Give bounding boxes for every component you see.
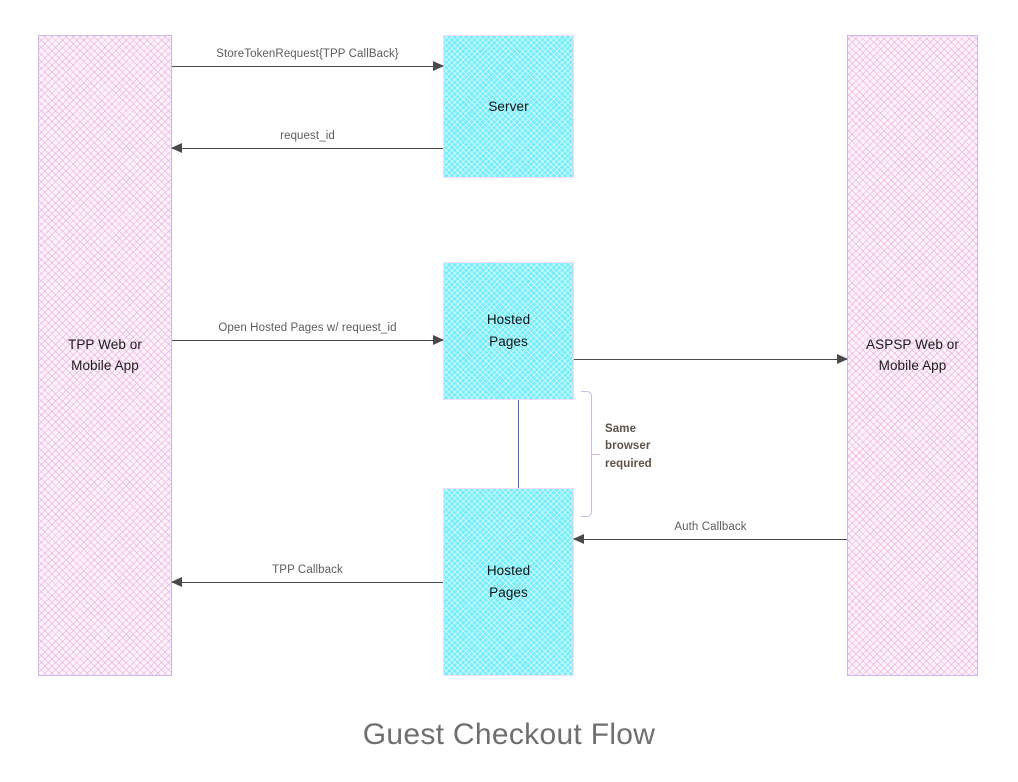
message-store-token-request-label: StoreTokenRequest{TPP CallBack} [216, 48, 399, 60]
arrowhead-right-icon [433, 61, 444, 71]
arrowhead-left-icon [171, 577, 182, 587]
connector-hosted-pages-vertical [518, 400, 519, 488]
arrowhead-left-icon [171, 143, 182, 153]
bracket-same-browser [581, 391, 600, 517]
arrowhead-right-icon [837, 354, 848, 364]
process-box-hosted-pages-top[interactable]: Hosted Pages [443, 262, 574, 400]
message-line [172, 66, 443, 67]
diagram-title: Guest Checkout Flow [362, 718, 656, 751]
message-line [574, 539, 847, 540]
message-line [172, 340, 443, 341]
message-line [574, 359, 847, 360]
message-auth-callback-label: Auth Callback [674, 521, 747, 533]
process-box-server-label: Server [488, 98, 529, 114]
process-box-server[interactable]: Server [443, 35, 574, 178]
lifeline-tpp-label: TPP Web or Mobile App [67, 336, 143, 373]
process-box-hosted-pages-bottom-label: Hosted Pages [486, 563, 531, 600]
message-open-hosted-pages-label: Open Hosted Pages w/ request_id [218, 322, 397, 334]
process-box-hosted-pages-top-label: Hosted Pages [486, 312, 531, 349]
arrowhead-left-icon [573, 534, 584, 544]
lifeline-aspsp-web-or-mobile-app[interactable]: ASPSP Web or Mobile App [847, 35, 978, 676]
message-line [172, 148, 443, 149]
process-box-hosted-pages-bottom[interactable]: Hosted Pages [443, 488, 574, 676]
message-line [172, 582, 443, 583]
bracket-nub [591, 454, 600, 455]
message-tpp-callback-label: TPP Callback [272, 564, 343, 576]
message-request-id-label: request_id [280, 130, 335, 142]
lifeline-aspsp-label: ASPSP Web or Mobile App [866, 336, 959, 373]
arrowhead-right-icon [433, 335, 444, 345]
lifeline-tpp-web-or-mobile-app[interactable]: TPP Web or Mobile App [38, 35, 172, 676]
note-same-browser-required: Same browser required [605, 423, 652, 470]
